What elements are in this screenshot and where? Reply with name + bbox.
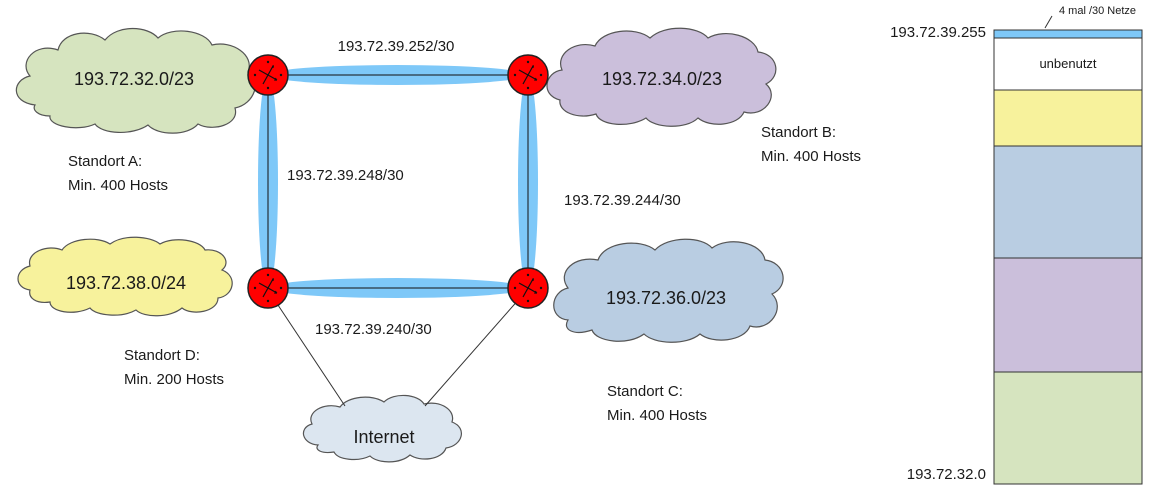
- cloud-internet: [302, 394, 462, 463]
- site-c-network: 193.72.36.0/23: [606, 288, 726, 308]
- segment-site-b: [993, 257, 1143, 373]
- address-space-bar: [993, 29, 1143, 485]
- site-b-network: 193.72.34.0/23: [602, 69, 722, 89]
- segment-site-d: [993, 89, 1143, 147]
- transit-note: 4 mal /30 Netze: [1059, 5, 1136, 17]
- unused-label: unbenutzt: [1039, 56, 1096, 71]
- cloud-site-d: [17, 236, 233, 317]
- site-d-name: Standort D:: [124, 347, 200, 364]
- cloud-site-c: [553, 238, 784, 343]
- internet-link-d: [267, 289, 346, 407]
- note-pointer: [1044, 15, 1053, 29]
- address-bottom-label: 193.72.32.0: [907, 466, 986, 483]
- site-b-name: Standort B:: [761, 124, 836, 141]
- site-b-hosts: Min. 400 Hosts: [761, 148, 861, 165]
- router-d-icon: [247, 267, 289, 309]
- internet-label: Internet: [353, 427, 414, 447]
- site-a-network: 193.72.32.0/23: [74, 69, 194, 89]
- segment-transit: [993, 29, 1143, 39]
- router-c-icon: [507, 267, 549, 309]
- cloud-site-a: [15, 28, 256, 134]
- segment-unused: [993, 37, 1143, 91]
- site-a-hosts: Min. 400 Hosts: [68, 177, 168, 194]
- site-d-hosts: Min. 200 Hosts: [124, 371, 224, 388]
- router-b-icon: [507, 54, 549, 96]
- link-bc-label: 193.72.39.244/30: [564, 192, 681, 209]
- address-top-label: 193.72.39.255: [890, 24, 986, 41]
- segment-site-a: [993, 371, 1143, 485]
- site-c-hosts: Min. 400 Hosts: [607, 407, 707, 424]
- router-a-icon: [247, 54, 289, 96]
- site-c-name: Standort C:: [607, 383, 683, 400]
- cloud-site-b: [546, 27, 777, 127]
- link-ad-label: 193.72.39.248/30: [287, 167, 404, 184]
- site-d-network: 193.72.38.0/24: [66, 273, 186, 293]
- internet-link-c: [424, 289, 528, 407]
- link-dc-label: 193.72.39.240/30: [315, 321, 432, 338]
- link-ab-label: 193.72.39.252/30: [338, 38, 455, 55]
- segment-site-c: [993, 145, 1143, 259]
- site-a-name: Standort A:: [68, 153, 142, 170]
